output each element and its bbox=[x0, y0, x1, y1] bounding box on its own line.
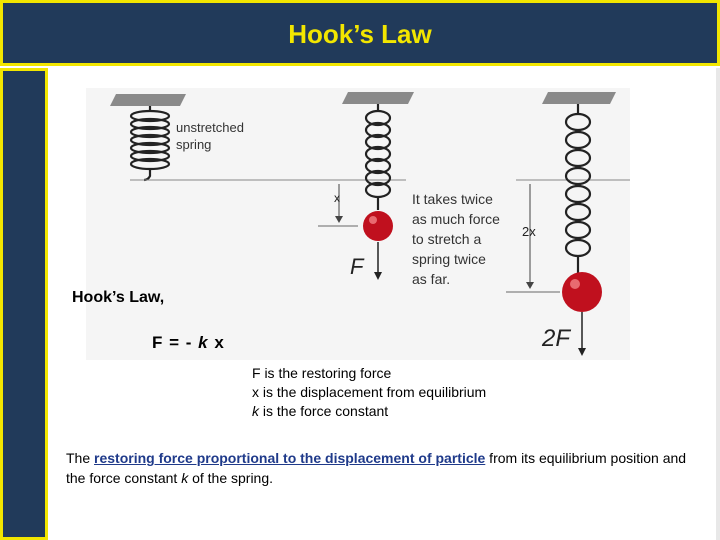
mass-ball-1 bbox=[363, 211, 393, 241]
double-force-label: 2F bbox=[541, 325, 571, 352]
note-line-1: It takes twice bbox=[412, 191, 493, 207]
note-line-4: spring twice bbox=[412, 251, 486, 267]
paragraph-middle: from its equilibrium position and the fo… bbox=[66, 450, 687, 486]
x-label: x bbox=[334, 191, 340, 205]
law-label: Hook’s Law, bbox=[72, 289, 165, 306]
spring-unstretched bbox=[129, 106, 171, 182]
unstretched-label-1: unstretched bbox=[176, 120, 244, 135]
formula-suffix: x bbox=[208, 333, 225, 352]
spring-stretched-2x bbox=[564, 104, 592, 274]
x-arrow-head bbox=[335, 216, 343, 223]
force-label: F bbox=[350, 254, 365, 279]
definition-constant-text: is the force constant bbox=[259, 403, 389, 419]
ceiling-3 bbox=[542, 92, 616, 104]
paragraph-k: k bbox=[181, 470, 189, 486]
paragraph-prefix: The bbox=[66, 450, 95, 466]
mass-ball-1-highlight bbox=[369, 216, 377, 224]
paragraph-suffix: of the spring. bbox=[188, 470, 274, 486]
explanation-paragraph: The restoring force proportional to the … bbox=[66, 448, 706, 488]
unstretched-label-2: spring bbox=[176, 137, 211, 152]
note-line-5: as far. bbox=[412, 271, 450, 287]
restoring-force-link[interactable]: restoring force proportional to the disp… bbox=[94, 450, 486, 466]
left-stripe bbox=[0, 68, 48, 540]
definitions: F is the restoring force x is the displa… bbox=[252, 364, 486, 421]
mass-ball-2-highlight bbox=[570, 279, 580, 289]
spring-stretched-x bbox=[364, 104, 392, 210]
ceiling-2 bbox=[342, 92, 414, 104]
note-line-2: as much force bbox=[412, 211, 500, 227]
ceiling-1 bbox=[110, 94, 186, 106]
force-arrow-head bbox=[374, 272, 382, 280]
diagram-background bbox=[86, 88, 630, 360]
definition-constant: k is the force constant bbox=[252, 402, 486, 421]
definition-constant-var: k bbox=[252, 403, 259, 419]
formula: F = - k x bbox=[152, 333, 225, 353]
definition-force: F is the restoring force bbox=[252, 365, 392, 381]
spring-diagram: unstretched spring x F It takes twice as… bbox=[86, 88, 630, 360]
mass-ball-2 bbox=[562, 272, 602, 312]
double-force-arrow-head bbox=[578, 348, 586, 356]
title-bar bbox=[0, 0, 720, 66]
note-line-3: to stretch a bbox=[412, 231, 481, 247]
formula-prefix: F = - bbox=[152, 333, 199, 352]
slide-title: Hook’s Law bbox=[288, 19, 432, 49]
formula-k: k bbox=[198, 333, 209, 352]
definition-displacement: x is the displacement from equilibrium bbox=[252, 384, 487, 400]
two-x-label: 2x bbox=[522, 224, 536, 239]
right-edge bbox=[716, 68, 720, 540]
two-x-arrow-head bbox=[526, 282, 534, 289]
